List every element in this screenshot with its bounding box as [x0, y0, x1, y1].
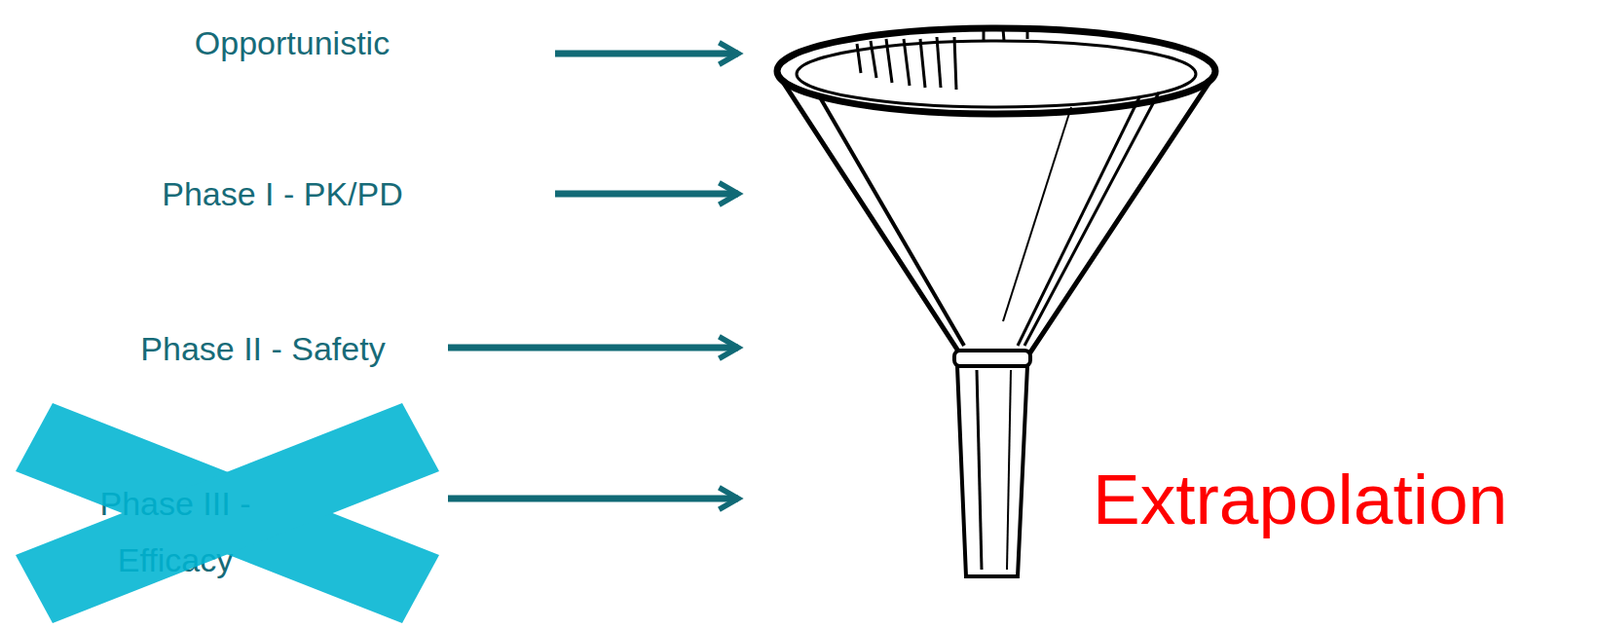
input-arrows [447, 53, 739, 499]
result-label: Extrapolation [1092, 455, 1600, 544]
input-label: Opportunistic [136, 21, 448, 65]
input-label: Phase I - PK/PD [116, 172, 448, 216]
input-label: Phase II - Safety [97, 327, 429, 371]
